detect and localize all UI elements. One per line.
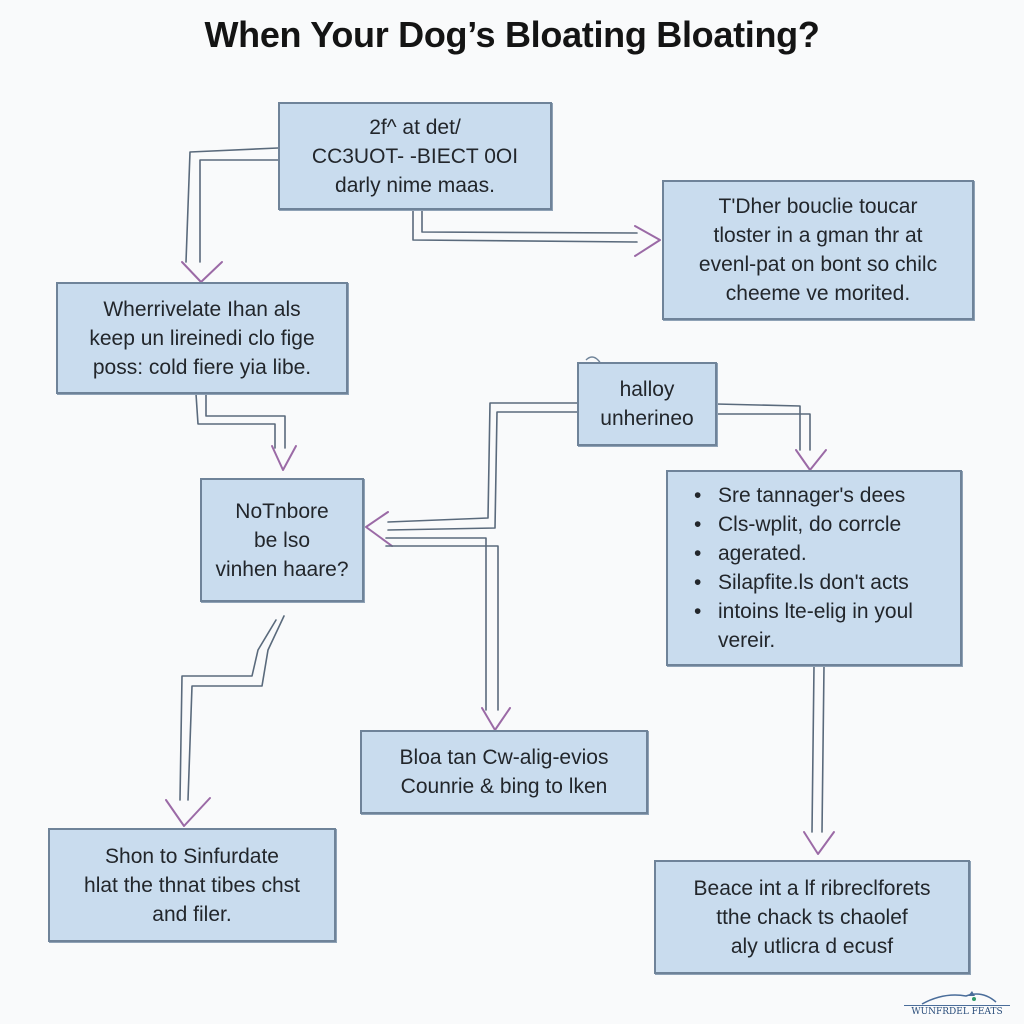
node-box-7-line-1: Bloa tan Cw-alig-evios bbox=[399, 746, 609, 769]
node-box-1: 2f^ at det/ CC3UOT- -BIECT 0OI darly nim… bbox=[278, 102, 552, 210]
arrow-box6-to-box9 bbox=[803, 665, 835, 855]
arrow-box5-to-box8 bbox=[165, 615, 285, 827]
node-box-1-line-2: CC3UOT- -BIECT 0OI bbox=[311, 144, 519, 168]
node-box-5-line-3: vinhen haare? bbox=[215, 557, 349, 581]
bullet-item-4: Silapfite.ls don't acts bbox=[694, 568, 909, 597]
bullet-item-3: agerated. bbox=[694, 539, 807, 568]
node-box-3: T'Dher bouclie toucar tloster in a gman … bbox=[662, 180, 974, 320]
node-box-9-line-1: Beace int a lf ribreclforets bbox=[693, 876, 931, 900]
brand-logo: WUNFRDEL FEATS bbox=[904, 988, 1010, 1018]
node-box-8-line-3: and filer. bbox=[152, 902, 232, 926]
node-box-9-line-2: tthe chack ts chaolef bbox=[716, 905, 908, 929]
diagram-title: When Your Dog’s Bloating Bloating? bbox=[204, 14, 820, 55]
arrow-box1-to-box2 bbox=[181, 147, 279, 283]
node-box-2-line-3: poss: cold fiere yia libe. bbox=[92, 355, 312, 379]
bullet-item-2: Cls-wplit, do corrcle bbox=[694, 510, 901, 539]
node-box-6: Sre tannager's dees Cls-wplit, do corrcl… bbox=[666, 470, 962, 666]
node-box-1-line-3: darly nime maas. bbox=[335, 173, 495, 197]
node-box-5: NoTnbore be lso vinhen haare? bbox=[200, 478, 364, 602]
node-box-9: Beace int a lf ribreclforets tthe chack … bbox=[654, 860, 970, 974]
arrow-box2-to-box5 bbox=[195, 393, 297, 471]
bullet-item-5: intoins lte-elig in youl bbox=[694, 597, 913, 626]
node-box-4-line-2: unherineo bbox=[600, 407, 694, 430]
node-box-8-line-2: hlat the thnat tibes chst bbox=[84, 873, 300, 897]
dog-silhouette-logo-icon bbox=[921, 991, 997, 1005]
bullet-item-1: Sre tannager's dees bbox=[694, 481, 905, 510]
arrow-box4-to-box6 bbox=[715, 403, 827, 471]
node-box-4-line-1: halloy bbox=[619, 378, 675, 401]
node-box-3-line-4: cheeme ve morited. bbox=[725, 282, 911, 305]
arrow-box4-to-box5 bbox=[365, 402, 578, 547]
node-box-4: halloy unherineo bbox=[577, 362, 717, 446]
bullet-item-5-cont: vereir. bbox=[718, 629, 776, 652]
node-box-8-line-1: Shon to Sinfurdate bbox=[105, 844, 279, 868]
node-box-3-line-3: evenl-pat on bont so chilc bbox=[698, 253, 938, 276]
node-box-5-line-2: be lso bbox=[253, 528, 311, 552]
node-box-7: Bloa tan Cw-alig-evios Counrie & bing to… bbox=[360, 730, 648, 814]
node-box-2: Wherrivelate Ihan als keep un lireinedi … bbox=[56, 282, 348, 394]
node-box-5-line-1: NoTnbore bbox=[235, 499, 329, 523]
node-box-8: Shon to Sinfurdate hlat the thnat tibes … bbox=[48, 828, 336, 942]
node-box-2-line-1: Wherrivelate Ihan als bbox=[103, 297, 301, 321]
arrow-box1-to-box3 bbox=[412, 209, 661, 257]
arrow-to-box7 bbox=[385, 537, 511, 731]
node-box-3-line-1: T'Dher bouclie toucar bbox=[718, 195, 918, 218]
node-box-3-line-2: tloster in a gman thr at bbox=[713, 224, 923, 247]
node-box-2-line-2: keep un lireinedi clo fige bbox=[89, 326, 315, 350]
node-box-7-line-2: Counrie & bing to lken bbox=[400, 775, 608, 798]
node-box-9-line-3: aly utlicra d ecusf bbox=[730, 934, 894, 958]
node-box-1-line-1: 2f^ at det/ bbox=[369, 115, 461, 139]
logo-text: WUNFRDEL FEATS bbox=[904, 1005, 1010, 1018]
